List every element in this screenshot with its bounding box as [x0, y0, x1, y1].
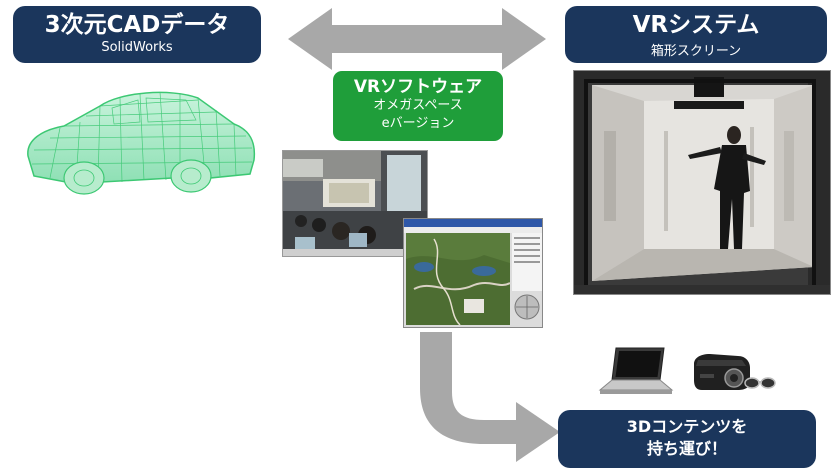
portable-content-badge: 3Dコンテンツを 持ち運び！	[558, 410, 816, 468]
vr-software-line2: オメガスペース	[373, 98, 463, 113]
cad-data-badge: 3次元CADデータ SolidWorks	[13, 6, 261, 63]
vr-system-badge: VRシステム 箱形スクリーン	[565, 6, 827, 63]
cad-data-subtitle: SolidWorks	[101, 40, 173, 55]
projector-icon	[694, 354, 750, 390]
double-arrow-icon	[288, 8, 546, 70]
vr-cave-photo	[573, 70, 831, 295]
vr-software-badge: VRソフトウェア オメガスペース eバージョン	[333, 71, 503, 141]
glasses-icon	[744, 377, 776, 389]
portable-content-line1: 3Dコンテンツを	[626, 417, 748, 436]
vr-software-title: VRソフトウェア	[353, 77, 483, 97]
vr-system-subtitle: 箱形スクリーン	[650, 44, 742, 59]
vr-system-title: VRシステム	[632, 12, 760, 38]
software-screenshot	[403, 218, 543, 328]
curved-arrow-icon	[420, 332, 560, 462]
laptop-icon	[598, 347, 674, 394]
vr-software-line3: eバージョン	[381, 116, 455, 131]
cad-data-title: 3次元CADデータ	[44, 12, 230, 38]
wireframe-car-image	[27, 91, 256, 195]
portable-content-line2: 持ち運び！	[646, 439, 727, 458]
